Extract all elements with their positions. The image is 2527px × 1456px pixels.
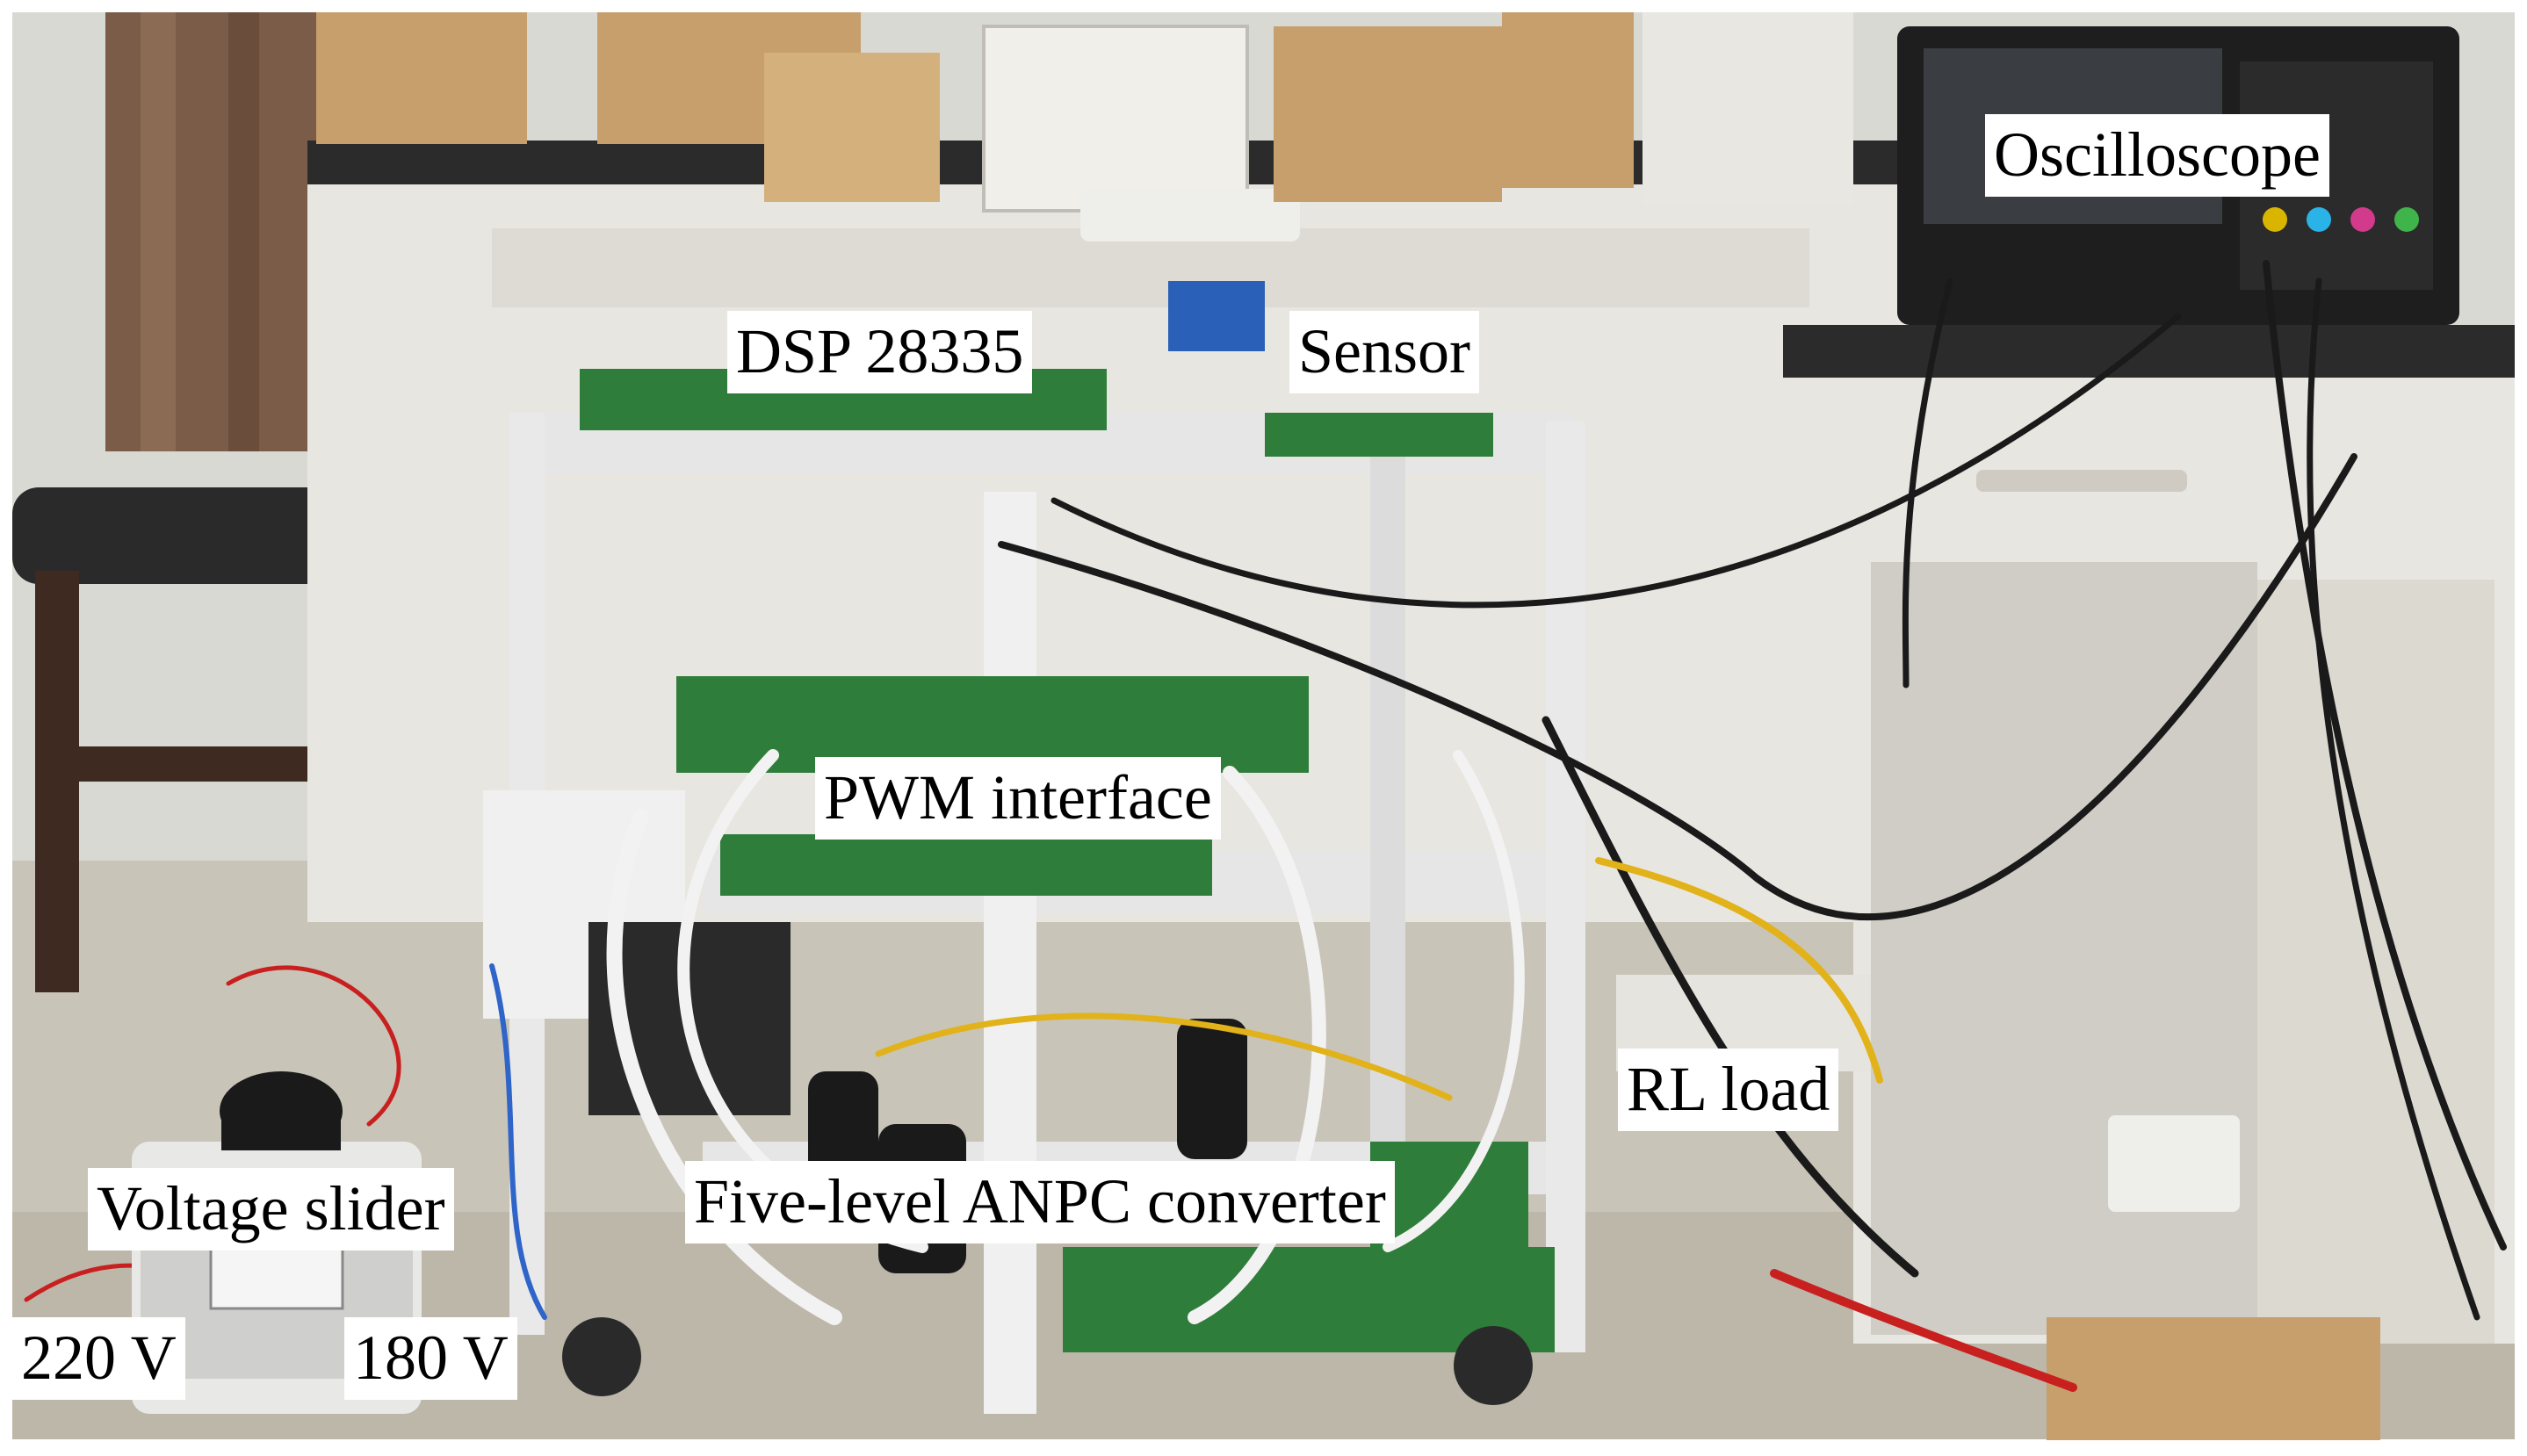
label-converter: Five-level ANPC converter: [685, 1161, 1395, 1243]
label-rl-load: RL load: [1618, 1049, 1839, 1131]
label-voltage-in: 220 V: [12, 1317, 185, 1400]
curtain: [105, 12, 334, 451]
right-desk: [1783, 325, 2515, 1344]
label-pwm: PWM interface: [815, 757, 1221, 840]
photo-area: [12, 12, 2515, 1440]
label-oscilloscope: Oscilloscope: [1985, 114, 2329, 197]
label-voltage-out: 180 V: [344, 1317, 517, 1400]
label-sensor: Sensor: [1289, 311, 1479, 393]
label-voltage-slider: Voltage slider: [88, 1168, 454, 1251]
label-dsp: DSP 28335: [727, 311, 1033, 393]
